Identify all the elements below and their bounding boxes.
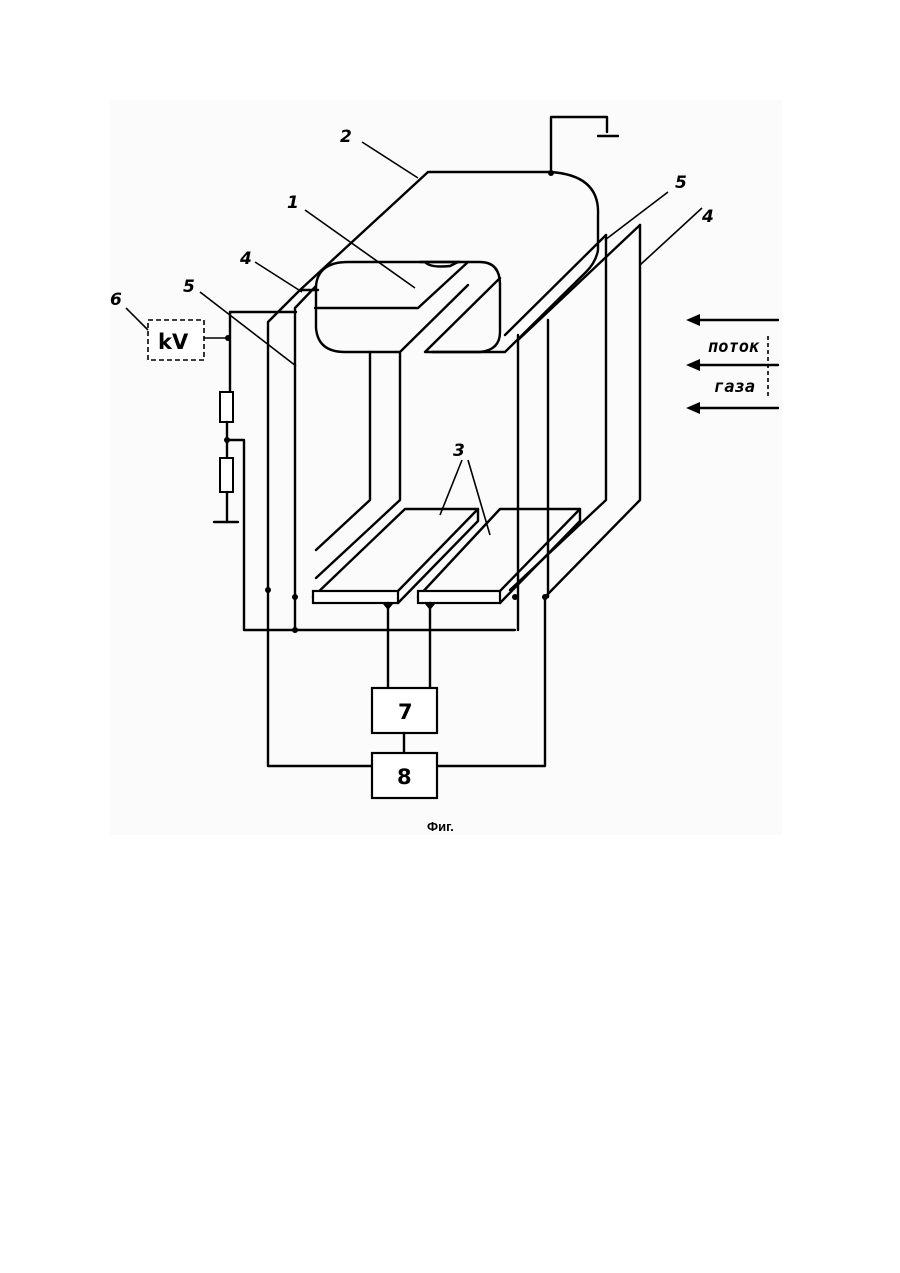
flow-text-line1: поток bbox=[708, 337, 760, 357]
flow-text-line2: газа bbox=[714, 377, 755, 397]
block-7-label: 7 bbox=[398, 700, 413, 724]
voltmeter-label: kV bbox=[158, 330, 189, 354]
label-3: 3 bbox=[453, 441, 465, 461]
figure-caption: Фиг. bbox=[427, 819, 454, 834]
label-5-left: 5 bbox=[183, 277, 195, 297]
label-1: 1 bbox=[287, 193, 299, 213]
label-6: 6 bbox=[110, 290, 122, 310]
label-2: 2 bbox=[340, 127, 352, 147]
label-4-right: 4 bbox=[701, 207, 714, 227]
scan-area bbox=[110, 100, 782, 835]
resistor-lower bbox=[220, 458, 233, 492]
resistor-upper bbox=[220, 392, 233, 422]
block-8-label: 8 bbox=[397, 765, 412, 789]
label-5-right: 5 bbox=[675, 173, 687, 193]
label-4-left: 4 bbox=[239, 249, 252, 269]
